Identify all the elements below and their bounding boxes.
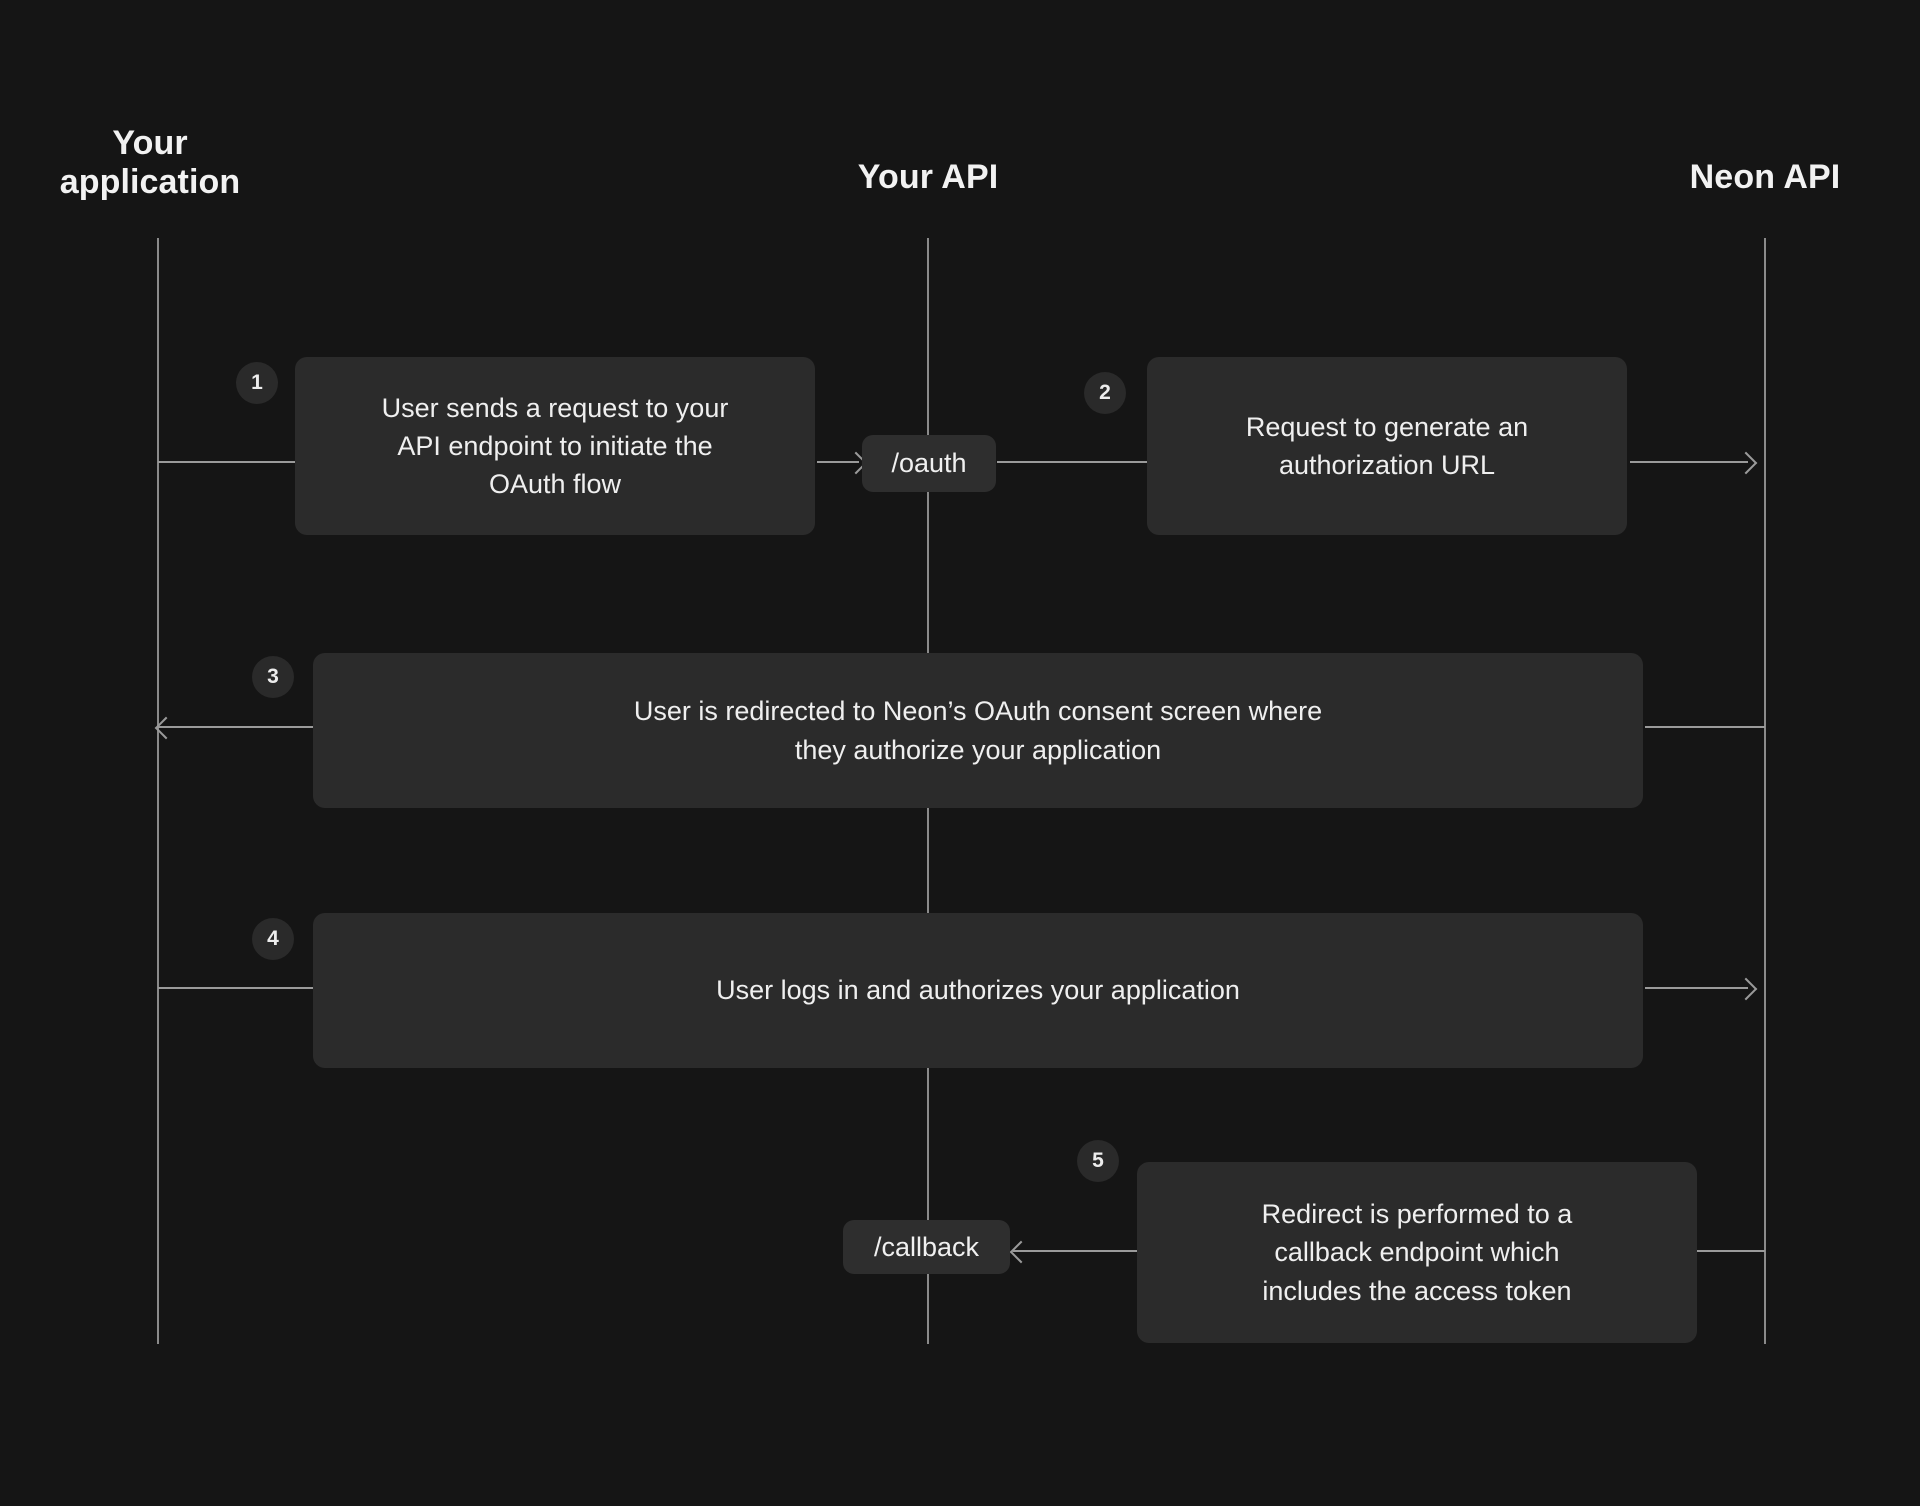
- lifeline-your-application: [157, 238, 159, 1344]
- step-5-message-text: Redirect is performed to a callback endp…: [1261, 1199, 1573, 1306]
- arrowhead-step-5-left-icon: [1009, 1240, 1033, 1264]
- arrowhead-step-4-right-icon: [1734, 977, 1758, 1001]
- connector-step-1-request: [158, 461, 296, 463]
- lifeline-neon-api: [1764, 238, 1766, 1344]
- connector-step-5-to-callback: [1013, 1250, 1139, 1252]
- arrowhead-step-2-right-icon: [1734, 451, 1758, 475]
- endpoint-pill-oauth: /oauth: [862, 435, 996, 492]
- lane-title-your-application: Your application: [59, 124, 241, 202]
- step-1-message-text: User sends a request to your API endpoin…: [381, 392, 729, 500]
- connector-step-3-from-neon-api: [1645, 726, 1765, 728]
- step-3-message-text: User is redirected to Neon’s OAuth conse…: [633, 696, 1323, 765]
- lane-title-your-api: Your API: [857, 158, 999, 196]
- connector-step-2-from-oauth: [997, 461, 1149, 463]
- connector-step-5-from-neon-api: [1697, 1250, 1765, 1252]
- step-2-message-text: Request to generate an authorization URL: [1245, 411, 1529, 480]
- step-3-number-badge: 3: [252, 656, 294, 698]
- connector-step-4-to-neon-api: [1645, 987, 1748, 989]
- connector-step-3-to-your-application: [158, 726, 314, 728]
- step-4-message-box: User logs in and authorizes your applica…: [313, 913, 1643, 1068]
- step-1-message-box: User sends a request to your API endpoin…: [295, 357, 815, 535]
- step-2-message-box: Request to generate an authorization URL: [1147, 357, 1627, 535]
- connector-step-4-from-your-application: [158, 987, 314, 989]
- step-2-number-badge: 2: [1084, 372, 1126, 414]
- step-5-number-badge: 5: [1077, 1140, 1119, 1182]
- connector-step-2-to-neon-api: [1630, 461, 1748, 463]
- step-3-message-box: User is redirected to Neon’s OAuth conse…: [313, 653, 1643, 808]
- step-4-message-text: User logs in and authorizes your applica…: [716, 975, 1240, 1006]
- endpoint-pill-callback: /callback: [843, 1220, 1010, 1274]
- lane-title-neon-api: Neon API: [1689, 158, 1841, 196]
- step-1-number-badge: 1: [236, 362, 278, 404]
- connector-step-1-to-oauth: [817, 461, 859, 463]
- step-5-message-box: Redirect is performed to a callback endp…: [1137, 1162, 1697, 1343]
- step-4-number-badge: 4: [252, 918, 294, 960]
